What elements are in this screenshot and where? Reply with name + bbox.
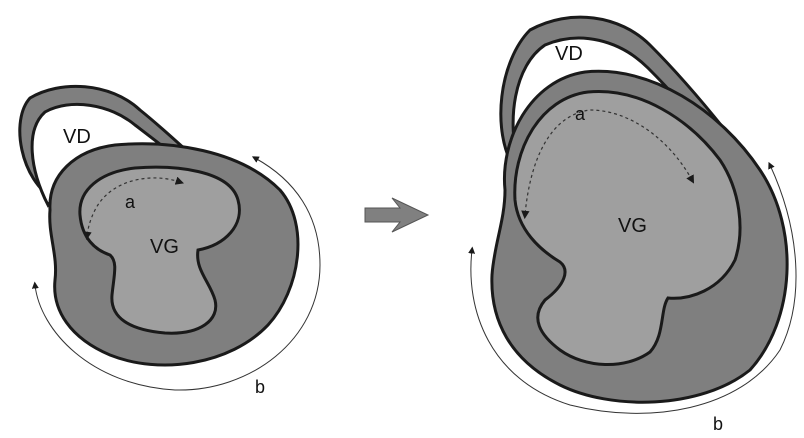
left-heart: VD VG a b xyxy=(20,86,320,397)
right-lv-label: VG xyxy=(618,215,647,237)
right-arrow-a-label: a xyxy=(575,104,586,124)
transition-arrow-icon xyxy=(365,198,428,232)
left-lv-label: VG xyxy=(150,236,179,258)
left-arrow-b-label: b xyxy=(255,377,265,397)
left-rv-label: VD xyxy=(63,126,91,148)
right-rv-label: VD xyxy=(555,43,583,65)
right-arrow-b-label: b xyxy=(713,414,723,433)
left-arrow-a-label: a xyxy=(125,192,136,212)
right-heart: VD VG a b xyxy=(471,17,796,433)
